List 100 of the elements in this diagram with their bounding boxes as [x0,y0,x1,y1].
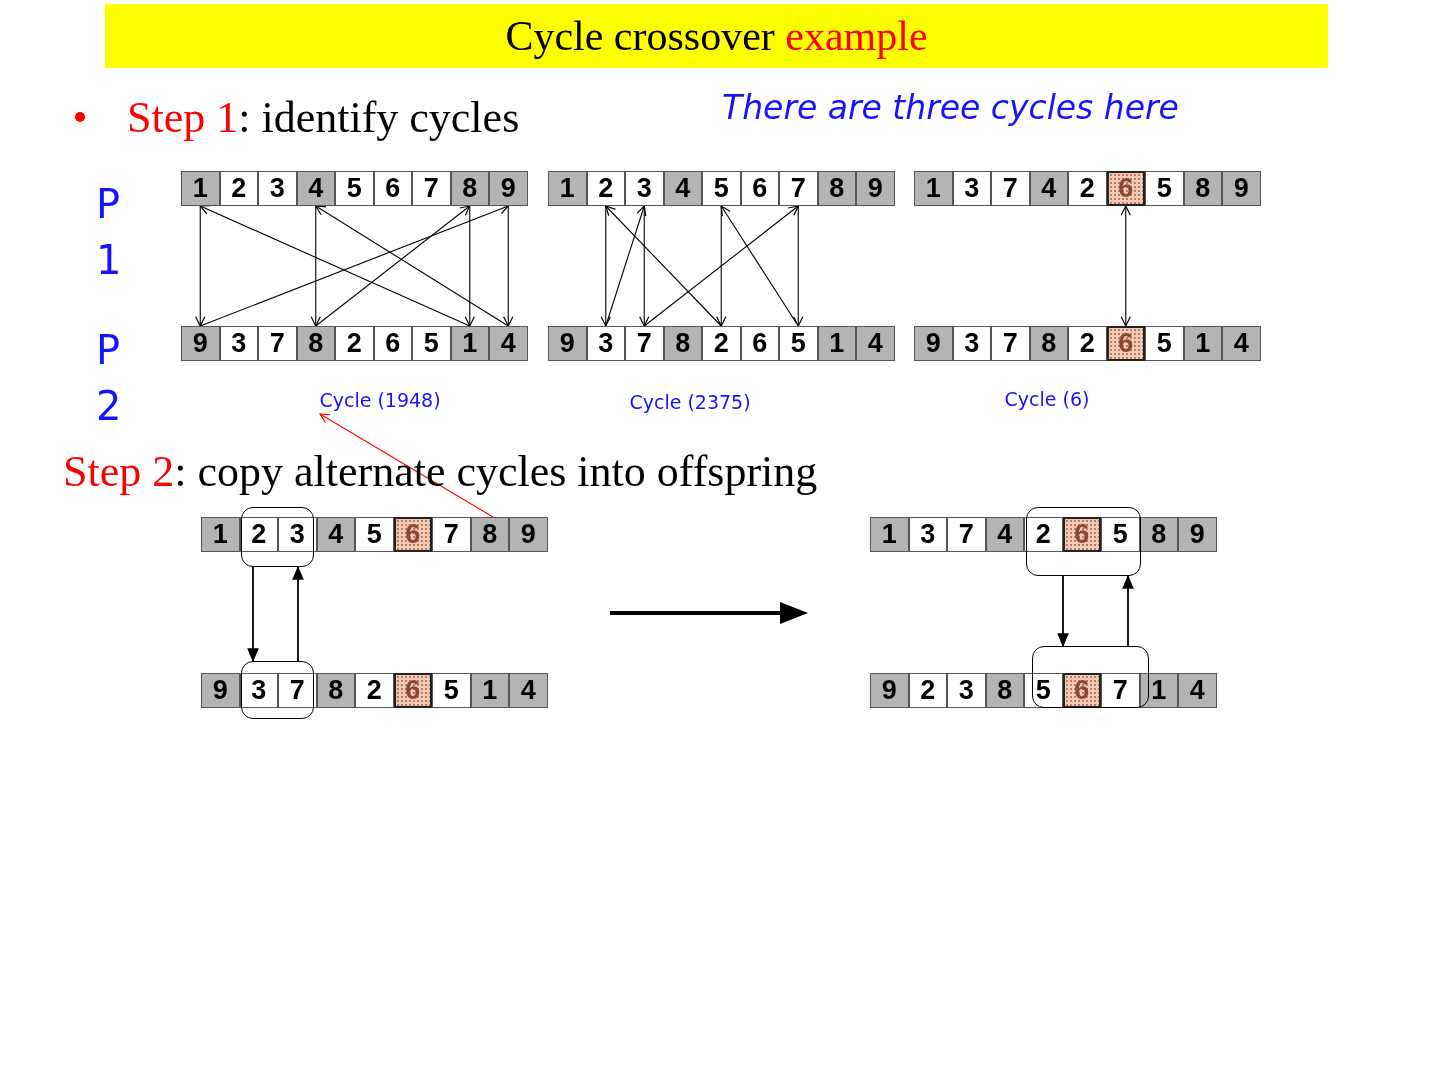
array-cell: 4 [1178,673,1217,708]
array-cell: 7 [258,326,297,361]
array-cell: 6 [393,517,432,552]
array-cell: 4 [985,517,1024,552]
array-cell: 1 [201,517,240,552]
array-cell: 1 [548,171,587,206]
array-cell: 7 [991,171,1030,206]
array-cell: 6 [1106,171,1145,206]
array-cell: 5 [432,673,471,708]
arrow [643,205,799,327]
arrow [720,205,799,327]
cycle-label: Cycle (6) [985,385,1109,413]
array-cell: 9 [1178,517,1217,552]
array-cell: 4 [489,326,528,361]
array-cell: 5 [335,171,374,206]
array-cell: 6 [740,171,779,206]
double-arrow [1120,205,1131,327]
array-cell: 6 [373,326,412,361]
array-cell: 4 [1029,171,1068,206]
arrow [464,205,475,327]
arrow [195,205,206,327]
array-cell: 3 [947,673,986,708]
array-cell: 7 [412,171,451,206]
array-cell: 8 [1139,517,1178,552]
selection-outline [1026,507,1141,576]
arrow [247,566,259,663]
array-cell: 2 [219,171,258,206]
array-cell: 2 [355,673,394,708]
cycle-label: Cycle (2375) [608,388,772,416]
array-cell: 1 [870,517,909,552]
array-cell: 5 [355,517,394,552]
array-cell: 4 [1222,326,1261,361]
array-cell: 8 [316,673,355,708]
arrow [605,205,647,327]
array-cell: 9 [1222,171,1261,206]
array-cell: 1 [450,326,489,361]
array-cell: 8 [470,517,509,552]
array-cell: 2 [908,673,947,708]
array-cell: 3 [952,171,991,206]
array-cell: 9 [201,673,240,708]
array-cell: 4 [316,517,355,552]
arrow [793,205,804,327]
arrow [716,205,727,327]
arrow [639,205,650,327]
array-cell: 2 [1068,326,1107,361]
array-cell: 3 [219,326,258,361]
array-cell: 8 [663,326,702,361]
arrow [310,205,321,327]
step-heading: Step 1: identify cycles [127,92,520,144]
arrow [1122,574,1134,647]
array-cell: 8 [817,171,856,206]
array-cell: 8 [296,326,335,361]
note-text: There are three cycles here [722,88,1179,128]
array-cell: 4 [663,171,702,206]
selection-outline [241,661,314,719]
array-cell: 5 [1145,326,1184,361]
array-cell: 4 [509,673,548,708]
array-cell: 2 [1068,171,1107,206]
array-cell: 8 [450,171,489,206]
array-cell: 5 [412,326,451,361]
array-cell: 5 [702,171,741,206]
arrow [503,205,514,327]
arrow [600,205,611,327]
array-cell: 1 [181,171,220,206]
array-cell: 9 [181,326,220,361]
arrow [1057,575,1069,648]
array-cell: 1 [914,171,953,206]
array-cell: 6 [373,171,412,206]
array-cell: 4 [296,171,335,206]
array-cell: 3 [625,171,664,206]
array-cell: 2 [586,171,625,206]
array-cell: 8 [985,673,1024,708]
array-cell: 4 [856,326,895,361]
arrow [605,205,722,327]
array-cell: 8 [1029,326,1068,361]
array-cell: 1 [470,673,509,708]
title-banner: Cycle crossover example [105,4,1328,68]
array-cell: 1 [1183,326,1222,361]
array-cell: 9 [509,517,548,552]
array-cell: 9 [870,673,909,708]
array-cell: 9 [856,171,895,206]
array-cell: 6 [740,326,779,361]
array-cell: 9 [914,326,953,361]
cycle-label: Cycle (1948) [298,386,462,414]
array-cell: 5 [779,326,818,361]
array-cell: 2 [335,326,374,361]
array-cell: 9 [548,326,587,361]
array-cell: 2 [702,326,741,361]
array-cell: 5 [1145,171,1184,206]
array-cell: 3 [952,326,991,361]
array-cell: 7 [991,326,1030,361]
array-cell: 3 [908,517,947,552]
array-cell: 7 [625,326,664,361]
array-cell: 3 [258,171,297,206]
arrow [292,565,304,662]
arrow [315,205,471,327]
array-cell: 7 [947,517,986,552]
array-cell: 1 [817,326,856,361]
array-cell: 8 [1183,171,1222,206]
selection-outline [241,507,314,567]
